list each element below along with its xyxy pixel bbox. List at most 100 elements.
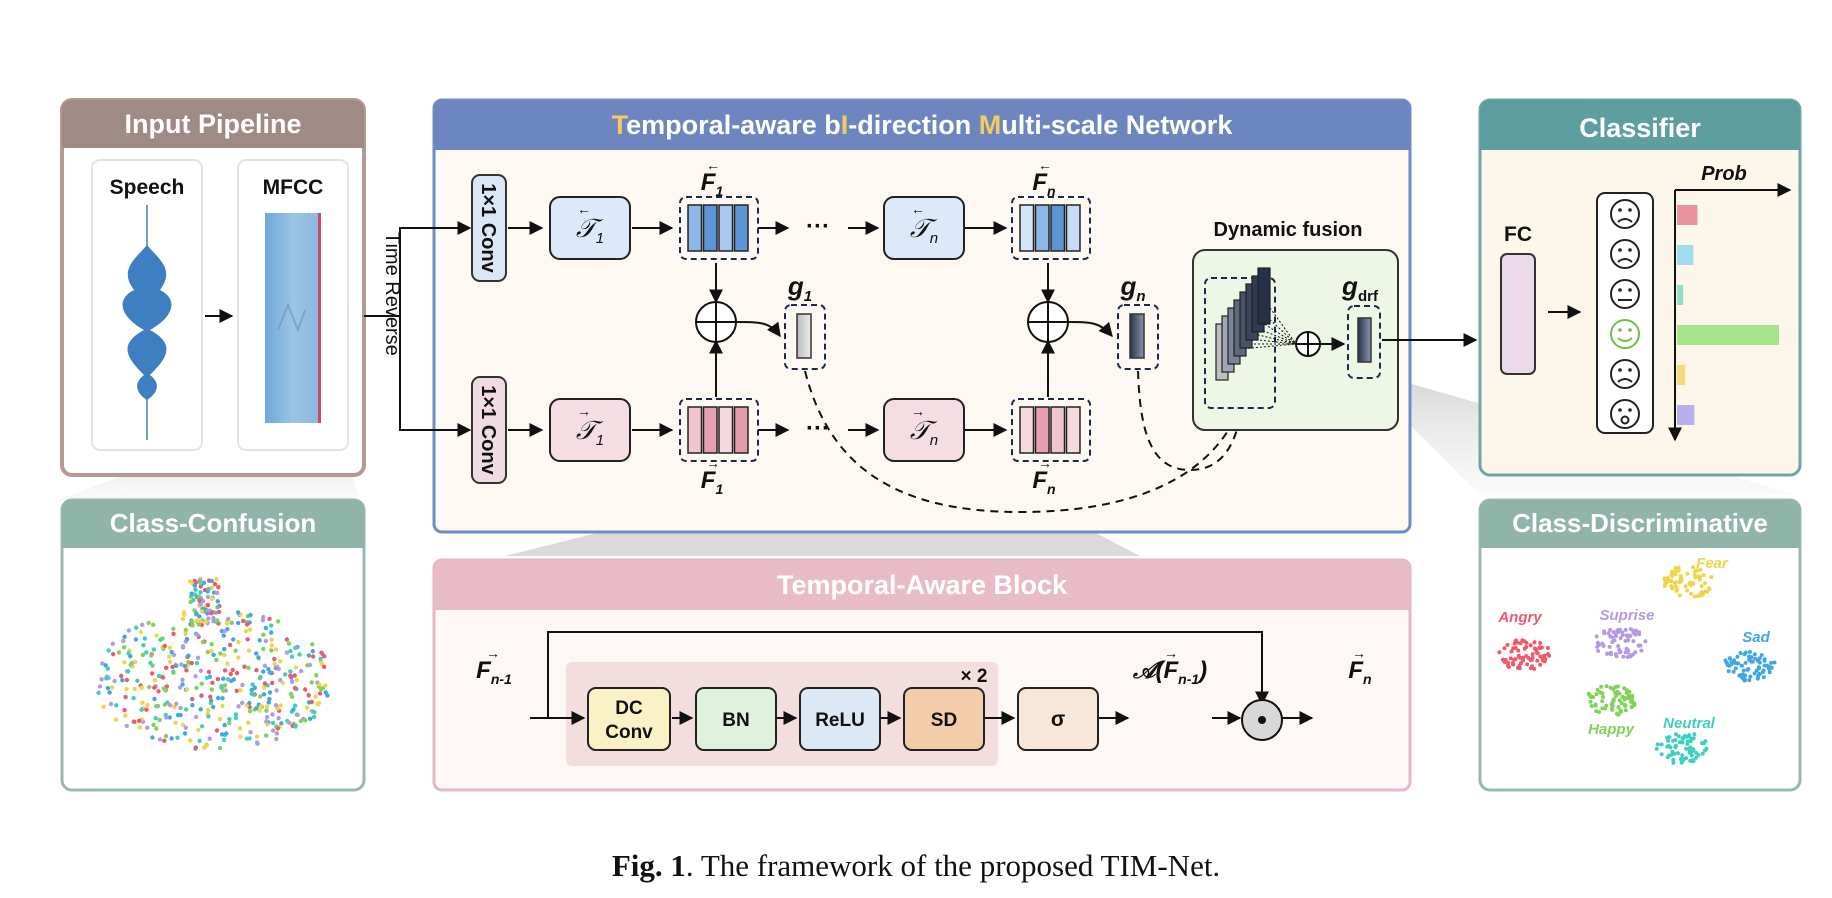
svg-text:g1: g1: [787, 271, 812, 305]
elementwise-product-node: [1241, 699, 1283, 741]
backward-tab-block-1: 𝒯1 ←: [549, 196, 631, 260]
svg-text:1×1 Conv: 1×1 Conv: [477, 385, 499, 475]
input-pipeline-panel: Input Pipeline Speech MFCC: [60, 98, 366, 477]
svg-text:ReLU: ReLU: [815, 710, 865, 731]
classifier-panel: Classifier FC Prob: [1478, 98, 1802, 477]
sad-prob-bar: [1677, 365, 1686, 385]
angry-emoji-icon: [1610, 199, 1640, 229]
surprise-prob-bar: [1677, 405, 1695, 425]
feature-stack-forward-1: [679, 398, 759, 462]
tim-net-title: Temporal-aware bI-direction Multi-scale …: [612, 110, 1234, 140]
gdrf-zoom-cone: [1345, 360, 1798, 495]
conv-top: 1×1 Conv: [471, 174, 507, 282]
sum-node-n: [1027, 301, 1069, 343]
mfcc-spectrogram-image: [265, 213, 321, 423]
fusion-layer: [1257, 267, 1271, 325]
sum-node-1: [695, 301, 737, 343]
fear-prob-bar: [1677, 245, 1694, 265]
surprise-emoji-icon: [1610, 399, 1640, 429]
time-reverse-label: Time Reverse: [381, 232, 403, 356]
feature-stack-backward-n: [1011, 196, 1091, 260]
discriminative-scatter: [1497, 565, 1777, 765]
sd-block: SD: [903, 687, 985, 751]
happy-emoji-icon: [1610, 319, 1640, 349]
svg-text:→: →: [1164, 645, 1178, 661]
cluster-label-fear: Fear: [1696, 555, 1729, 572]
prob-axis-label: Prob: [1701, 163, 1747, 185]
svg-text:1×1 Conv: 1×1 Conv: [477, 183, 499, 273]
g1-vector: g1: [784, 271, 826, 370]
fc-label: FC: [1504, 223, 1532, 246]
tim-net-panel: Temporal-aware bI-direction Multi-scale …: [432, 98, 1412, 534]
gn-vector: gn: [1117, 271, 1159, 370]
input-pipeline-title: Input Pipeline: [124, 109, 301, 139]
neutral-prob-bar: [1677, 285, 1684, 305]
cluster-label-happy: Happy: [1588, 721, 1635, 738]
forward-tab-block-n: 𝒯n →: [883, 398, 965, 462]
angry-prob-bar: [1677, 205, 1698, 225]
svg-text:←: ←: [706, 157, 720, 173]
mfcc-label: MFCC: [263, 176, 324, 199]
probability-bars: [1677, 205, 1779, 425]
attention-label: 𝒜(Fn-1): [1132, 657, 1207, 687]
speech-waveform-icon: [122, 205, 172, 440]
temporal-aware-block-title: Temporal-Aware Block: [777, 570, 1068, 600]
repeat-label: × 2: [961, 666, 988, 687]
happy-prob-bar: [1677, 325, 1779, 345]
classifier-title: Classifier: [1579, 113, 1701, 143]
forward-tab-block-1: 𝒯1 →: [549, 398, 631, 462]
time-reverse-routing: Time Reverse: [364, 221, 472, 437]
fc-layer: [1500, 253, 1536, 375]
g1-to-fusion-path: [804, 370, 1246, 514]
sigma-block: σ: [1017, 687, 1099, 751]
feature-stack-forward-n: [1011, 398, 1091, 462]
sad-emoji-icon: [1610, 359, 1640, 389]
cluster-label-neutral: Neutral: [1663, 715, 1716, 732]
svg-text:→: →: [577, 403, 591, 419]
fear-emoji-icon: [1610, 239, 1640, 269]
diagram-canvas: Input Pipeline Speech MFCC Class-Confusi…: [58, 98, 1802, 792]
svg-text:gn: gn: [1119, 271, 1145, 305]
feature-stack-backward-1: [679, 196, 759, 260]
svg-text:→: →: [911, 403, 925, 419]
svg-text:DC: DC: [615, 698, 643, 719]
confusion-scatter: [96, 576, 330, 751]
class-confusion-title: Class-Confusion: [110, 508, 317, 538]
cluster-label-sad: Sad: [1742, 629, 1770, 646]
cluster-label-angry: Angry: [1497, 609, 1542, 626]
dc-conv-block: DC Conv: [587, 687, 671, 751]
svg-text:Conv: Conv: [605, 722, 653, 743]
fusion-feature-stack: [1215, 267, 1297, 381]
neutral-emoji-icon: [1610, 279, 1640, 309]
backward-tab-block-n: 𝒯n ←: [883, 196, 965, 260]
svg-text:→: →: [1038, 455, 1052, 471]
figure-caption: Fig. 1. The framework of the proposed TI…: [611, 848, 1221, 883]
emotion-list: [1610, 199, 1640, 429]
svg-text:σ: σ: [1051, 708, 1065, 731]
conv-bottom: 1×1 Conv: [471, 376, 507, 484]
svg-text:SD: SD: [931, 710, 957, 731]
temporal-aware-block-panel: Temporal-Aware Block DC Conv BN ReLU: [432, 558, 1412, 792]
svg-text:gdrf: gdrf: [1341, 271, 1379, 305]
speech-label: Speech: [110, 176, 185, 199]
relu-block: ReLU: [799, 687, 881, 751]
class-confusion-panel: Class-Confusion: [60, 498, 366, 792]
dynamic-fusion-label: Dynamic fusion: [1214, 219, 1363, 241]
svg-text:BN: BN: [722, 710, 749, 731]
svg-text:←: ←: [1038, 157, 1052, 173]
svg-text:←: ←: [911, 201, 925, 217]
class-discriminative-title: Class-Discriminative: [1512, 508, 1768, 538]
cluster-label-suprise: Suprise: [1599, 607, 1654, 624]
svg-text:→: →: [486, 645, 500, 661]
svg-text:→: →: [1352, 645, 1366, 661]
ellipsis-top: ···: [806, 213, 830, 240]
gn-to-fusion-path: [1137, 370, 1244, 472]
dynamic-fusion-module: Dynamic fusion gdrf: [1192, 219, 1399, 431]
svg-text:←: ←: [577, 201, 591, 217]
ellipsis-bottom: ···: [806, 415, 830, 442]
bn-block: BN: [695, 687, 777, 751]
svg-text:→: →: [706, 455, 720, 471]
